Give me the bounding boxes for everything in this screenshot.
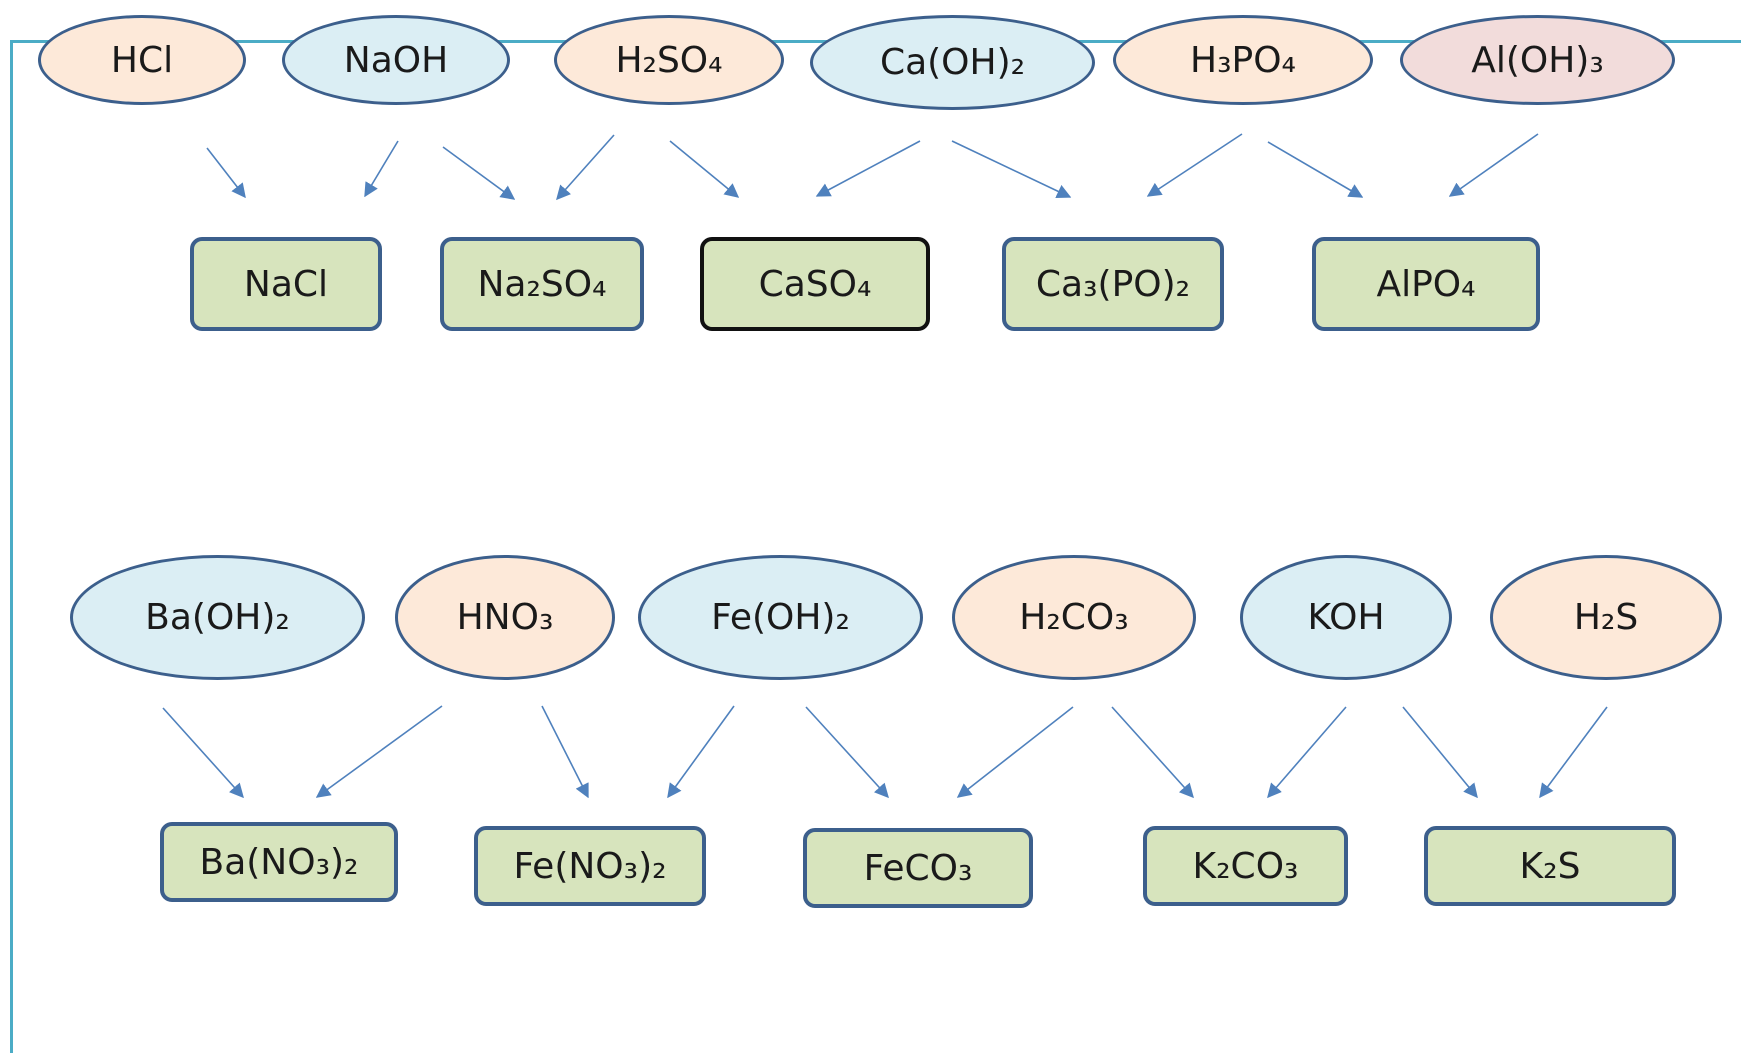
reaction-arrow-14 (667, 705, 735, 799)
reactant-h3po4: H₃PO₄ (1113, 15, 1373, 105)
reactant-aloh3: Al(OH)₃ (1400, 15, 1675, 105)
reactant-hcl: HCl (38, 15, 246, 105)
product-feno32: Fe(NO₃)₂ (474, 826, 706, 906)
reaction-arrow-11 (162, 707, 244, 799)
reactant-h2s: H₂S (1490, 555, 1722, 680)
reaction-arrow-1 (206, 147, 246, 199)
product-feco3: FeCO₃ (803, 828, 1033, 908)
reaction-arrow-12 (315, 705, 443, 798)
product-caso4: CaSO₄ (700, 237, 930, 331)
reactant-caoh2: Ca(OH)₂ (810, 15, 1095, 110)
reaction-arrow-20 (1539, 706, 1608, 799)
reaction-arrow-5 (669, 140, 740, 198)
reaction-arrow-13 (541, 705, 589, 799)
product-na2so4: Na₂SO₄ (440, 237, 644, 331)
reaction-arrow-19 (1402, 706, 1478, 799)
reaction-arrow-2 (364, 140, 399, 198)
reaction-arrow-18 (1267, 706, 1347, 799)
reaction-arrow-15 (805, 706, 889, 799)
product-k2s: K₂S (1424, 826, 1676, 906)
reaction-arrow-16 (956, 706, 1074, 798)
reaction-arrow-9 (1267, 141, 1364, 198)
reactant-koh: KOH (1240, 555, 1452, 680)
reaction-arrow-10 (1448, 133, 1539, 197)
product-k2co3: K₂CO₃ (1143, 826, 1348, 906)
reactant-feoh2: Fe(OH)₂ (638, 555, 923, 680)
frame-left-line (10, 40, 13, 1053)
reaction-arrow-8 (1146, 133, 1243, 197)
reactant-baoh2: Ba(OH)₂ (70, 555, 365, 680)
reactant-hno3: HNO₃ (395, 555, 615, 680)
reactant-naoh: NaOH (282, 15, 510, 105)
reaction-arrow-4 (556, 134, 615, 201)
reactant-h2co3: H₂CO₃ (952, 555, 1196, 680)
reaction-arrow-6 (815, 140, 921, 197)
reactant-h2so4: H₂SO₄ (554, 15, 784, 105)
reaction-arrow-3 (442, 146, 516, 200)
product-bano32: Ba(NO₃)₂ (160, 822, 398, 902)
reaction-arrow-17 (1111, 706, 1194, 799)
product-nacl: NaCl (190, 237, 382, 331)
product-ca3po42: Ca₃(PO)₂ (1002, 237, 1224, 331)
product-alpo4: AlPO₄ (1312, 237, 1540, 331)
reaction-arrow-7 (951, 140, 1072, 198)
